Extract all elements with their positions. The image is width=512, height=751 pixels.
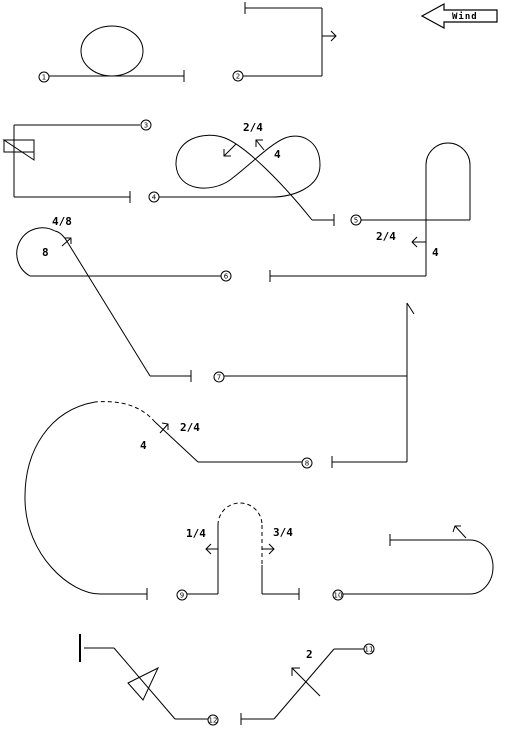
figure-number: 2 — [236, 73, 240, 81]
figure-4: 2/4 4 4 — [148, 121, 335, 226]
figure-3: 3 — [2, 119, 152, 203]
figure-10: 10 — [332, 525, 494, 601]
roll-label: 4 — [140, 439, 147, 452]
roll-arrow-icon — [262, 543, 275, 555]
figure-number: 4 — [152, 194, 157, 202]
roll-arrow-icon — [61, 237, 72, 247]
figure-number: 6 — [224, 273, 229, 281]
figure-number-marker — [213, 371, 225, 383]
spin-triangle-icon — [2, 139, 35, 161]
wind-label: Wind — [452, 11, 478, 22]
figure-8: 2/4 4 8 — [24, 401, 313, 600]
figure-5: 2/4 4 5 — [269, 142, 471, 282]
figure-7: 7 — [213, 302, 415, 468]
figure-number-marker — [207, 714, 219, 726]
figure-number-marker — [38, 71, 50, 83]
figure-number: 3 — [144, 122, 148, 130]
figure-1: 1 — [38, 25, 185, 83]
roll-label: 1/4 — [186, 527, 206, 540]
roll-arrow-icon — [223, 143, 237, 157]
roll-label: 4/8 — [52, 215, 72, 228]
roll-label: 4 — [274, 148, 281, 161]
roll-label: 2/4 — [376, 230, 396, 243]
roll-arrow-icon — [291, 667, 321, 697]
arrow-right-icon — [322, 30, 337, 42]
figure-number: 8 — [305, 460, 309, 468]
roll-label: 8 — [42, 246, 49, 259]
roll-arrow-icon — [205, 543, 218, 555]
figure-number-marker — [220, 270, 232, 282]
roll-label: 3/4 — [273, 526, 293, 539]
figure-number: 11 — [365, 646, 374, 654]
figure-number-marker — [140, 119, 152, 131]
figure-12: 12 — [79, 634, 219, 726]
roll-label: 2 — [306, 648, 313, 661]
roll-arrow-icon — [452, 525, 467, 539]
roll-label: 4 — [432, 246, 439, 259]
roll-label: 2/4 — [243, 121, 263, 134]
snap-triangle-icon — [127, 666, 160, 701]
wind-indicator: Wind — [420, 2, 498, 30]
figure-number-marker — [301, 457, 313, 469]
roll-label: 2/4 — [180, 421, 200, 434]
figure-number: 12 — [209, 717, 218, 725]
figure-number: 7 — [217, 374, 221, 382]
figure-number: 9 — [180, 592, 184, 600]
figure-number-marker — [350, 214, 362, 226]
roll-arrow-icon — [159, 422, 169, 434]
figure-9: 1/4 3/4 9 — [176, 502, 300, 601]
figure-number-marker — [332, 589, 344, 601]
figure-number: 5 — [354, 217, 358, 225]
figure-number-marker — [232, 70, 244, 82]
figure-number: 10 — [334, 592, 343, 600]
figure-6: 4/8 8 6 — [16, 215, 232, 382]
roll-arrow-icon — [255, 139, 265, 151]
figure-2: 2 — [232, 2, 337, 82]
figure-number: 1 — [42, 74, 46, 82]
roll-arrow-icon — [411, 236, 426, 248]
figure-11: 2 11 — [240, 643, 375, 725]
arrow-left-icon — [420, 2, 498, 30]
figure-number-marker — [176, 589, 188, 601]
figure-number-marker — [363, 643, 375, 655]
figure-number-marker — [148, 191, 160, 203]
